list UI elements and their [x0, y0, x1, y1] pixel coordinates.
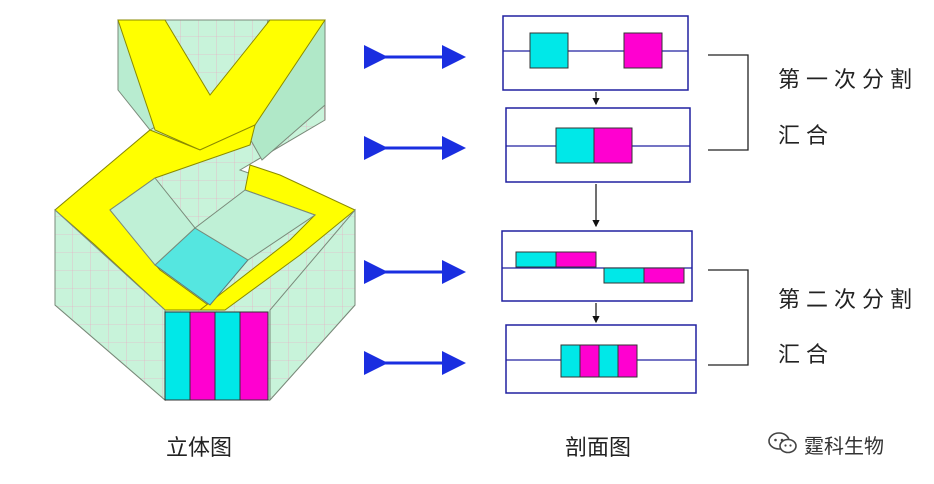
bracket-second-stage [708, 269, 749, 366]
bracket-first-stage [708, 54, 749, 151]
cyan-strip [515, 251, 557, 268]
cyan-block [598, 344, 619, 378]
magenta-block [593, 127, 633, 164]
label-section-view: 剖面图 [565, 436, 632, 461]
yellow-top-v [117, 19, 326, 151]
section-panel-3 [501, 230, 693, 302]
correspondence-arrows [364, 45, 466, 375]
watermark: 霆科生物 [768, 430, 884, 459]
outlet-stripe-cyan-1 [164, 311, 191, 401]
outlet-stripe-magenta-2 [239, 311, 269, 401]
magenta-strip [555, 251, 597, 268]
cyan-strip [603, 267, 645, 284]
label-second-split: 第二次分割 [778, 288, 919, 313]
magenta-strip [643, 267, 685, 284]
inner-face-right [194, 189, 317, 261]
label-second-merge: 汇合 [778, 343, 835, 368]
outlet-stripe-magenta-1 [189, 311, 216, 401]
front-right-face [269, 208, 356, 402]
cyan-block [529, 32, 569, 69]
label-first-split: 第一次分割 [778, 68, 919, 93]
section-panel-1 [502, 15, 689, 91]
cyan-block [560, 344, 581, 378]
magenta-block [579, 344, 600, 378]
magenta-block [617, 344, 638, 378]
watermark-text: 霆科生物 [804, 434, 884, 458]
wechat-icon [768, 431, 798, 459]
cyan-block [555, 127, 595, 164]
mixer-3d-view [54, 19, 356, 402]
magenta-block [623, 32, 663, 69]
label-first-merge: 汇合 [778, 124, 835, 149]
outlet-stripe-cyan-2 [214, 311, 241, 401]
section-panel-2 [505, 107, 691, 183]
label-3d-view: 立体图 [166, 436, 233, 461]
section-panel-4 [505, 324, 697, 394]
